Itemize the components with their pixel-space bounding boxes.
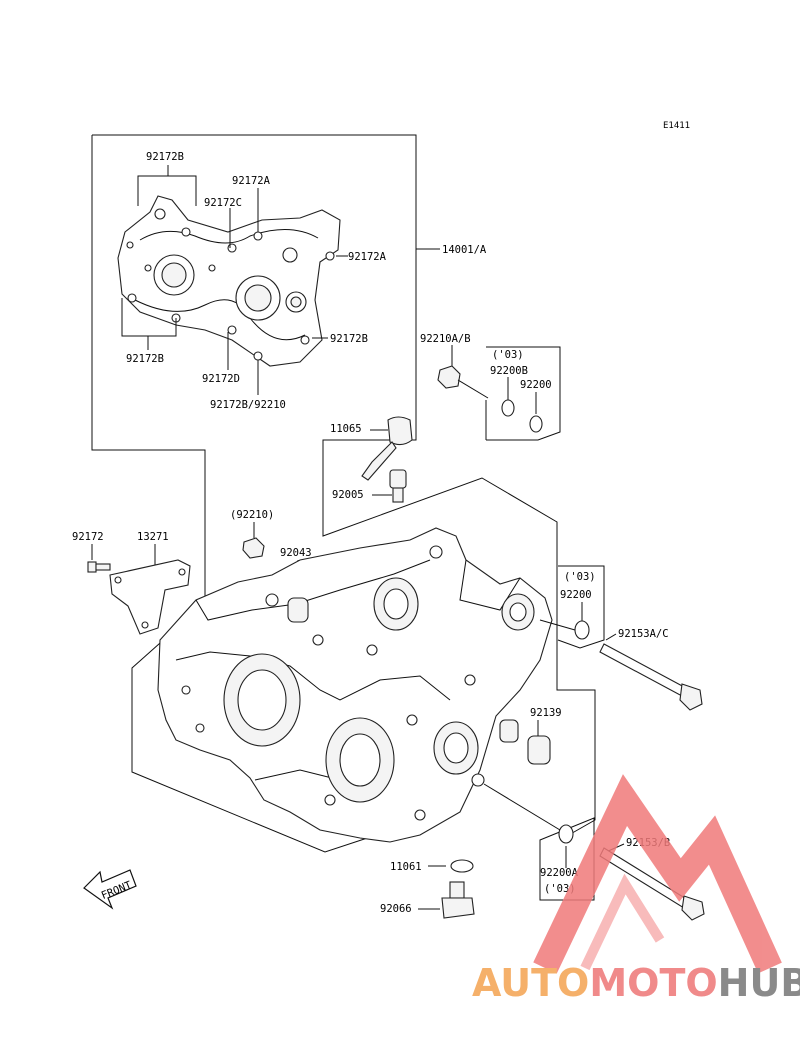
crankcase-gasket <box>117 195 341 367</box>
watermark-auto: AUTO <box>472 961 589 1005</box>
label-92005: 92005 <box>332 489 364 501</box>
front-arrow-icon: FRONT <box>83 869 137 910</box>
label-92043: 92043 <box>280 547 312 559</box>
nut-92210 <box>437 365 489 399</box>
label-03-b: ('03) <box>564 571 596 583</box>
label-92200-b: 92200 <box>560 589 592 601</box>
washer-11061 <box>450 859 474 873</box>
screw-92172 <box>87 561 111 573</box>
label-92210AB: 92210A/B <box>420 333 471 345</box>
dowel-92139 <box>499 719 551 765</box>
label-92139: 92139 <box>530 707 562 719</box>
label-92200-a: 92200 <box>520 379 552 391</box>
washer-92200B <box>501 399 515 417</box>
label-92172: 92172 <box>72 531 104 543</box>
label-14001A: 14001/A <box>442 244 487 256</box>
fitting-92005 <box>389 469 407 503</box>
label-92172D: 92172D <box>202 373 240 385</box>
label-92153AC: 92153A/C <box>618 628 669 640</box>
label-92172B-left: 92172B <box>126 353 164 365</box>
label-92172B-92210: 92172B/92210 <box>210 399 286 411</box>
watermark-logo <box>533 774 782 974</box>
label-13271: 13271 <box>137 531 169 543</box>
label-92172C: 92172C <box>204 197 242 209</box>
washer-92200 <box>529 415 543 433</box>
crankcase <box>157 527 553 843</box>
watermark-hub: HUB <box>718 961 800 1005</box>
label-11065: 11065 <box>330 423 362 435</box>
label-11061: 11061 <box>390 861 422 873</box>
watermark-text: AUTOMOTOHUB <box>472 961 800 1005</box>
label-92200B: 92200B <box>490 365 528 377</box>
label-92066: 92066 <box>380 903 412 915</box>
label-92172A-right: 92172A <box>348 251 387 263</box>
label-92210-paren: (92210) <box>230 509 274 521</box>
bolt-92153B <box>599 847 705 921</box>
plate-13271 <box>109 559 191 635</box>
diagram-code: E1411 <box>663 121 690 131</box>
nut-92210-paren <box>242 537 265 559</box>
plug-92066 <box>441 881 475 919</box>
cap-11065 <box>361 416 413 481</box>
washer-92200A <box>558 824 574 844</box>
label-92172B-top: 92172B <box>146 151 184 163</box>
dowel-92043 <box>287 597 309 623</box>
label-92172A-top: 92172A <box>232 175 271 187</box>
gasket-frame <box>92 134 596 841</box>
bolt-92153AC <box>599 643 703 711</box>
watermark-moto: MOTO <box>589 961 717 1005</box>
label-92172B-right: 92172B <box>330 333 368 345</box>
label-03-a: ('03) <box>492 349 524 361</box>
washer-92200-b <box>574 620 590 640</box>
label-92200A: 92200A <box>540 867 579 879</box>
